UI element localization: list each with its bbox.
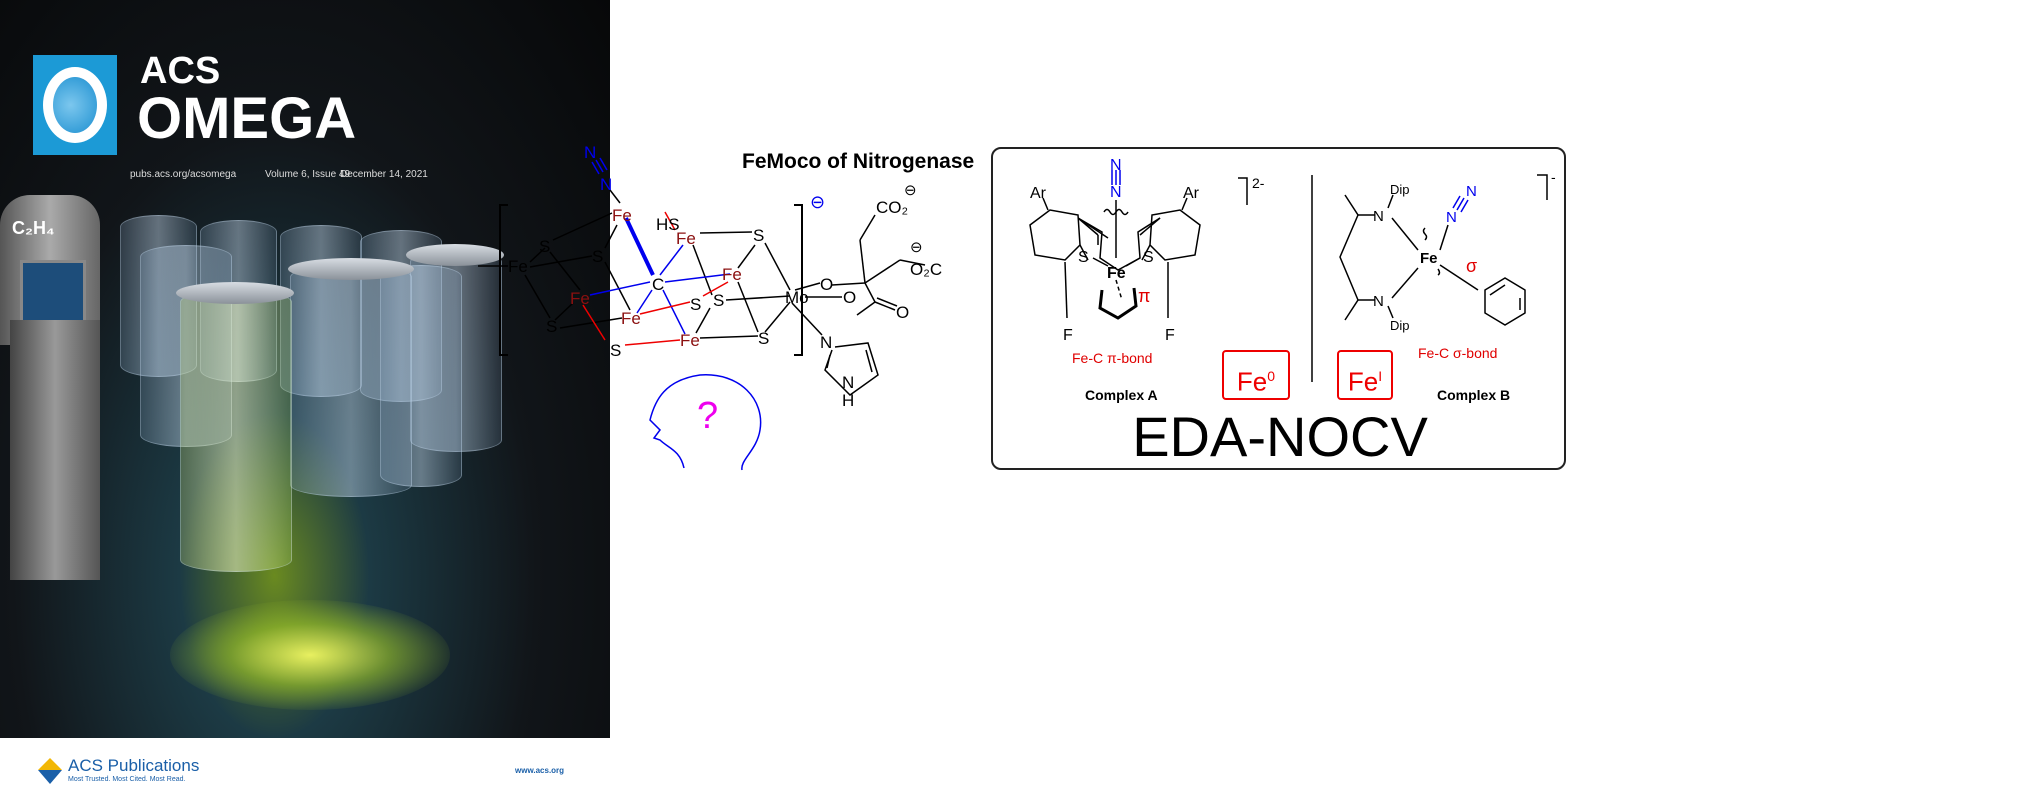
- complex-b-bond-type: Fe-C σ-bond: [1418, 345, 1497, 361]
- atom-mo: Mo: [785, 288, 809, 307]
- journal-cover: C₂H₄ ACS OMEGA pubs.acs.org/acsomega Vol…: [0, 0, 610, 738]
- atom-n: N: [1373, 208, 1384, 225]
- atom-n: N: [1466, 183, 1477, 200]
- atom-n: N: [1446, 209, 1457, 226]
- atom-c: C: [652, 275, 664, 294]
- cover-footer: ACS Publications Most Trusted. Most Cite…: [0, 738, 610, 801]
- atom-fe: Fe: [680, 331, 700, 350]
- atom-n: N: [1110, 157, 1122, 174]
- acs-publications-logo-icon: [38, 758, 62, 784]
- atom-fe: Fe: [1420, 250, 1438, 267]
- atom-o: O: [820, 275, 833, 294]
- atom-fe: Fe: [508, 257, 528, 276]
- dip-group: Dip: [1390, 182, 1410, 197]
- atom-s: S: [1143, 249, 1154, 266]
- complex-a-bond-type: Fe-C π-bond: [1072, 350, 1152, 366]
- atom-n: N: [584, 143, 596, 162]
- atom-n: N: [820, 333, 832, 352]
- femoco-structure: FeMoco of Nitrogenase ⊖: [478, 143, 974, 471]
- oxidation-state-fe0: Fe0: [1222, 350, 1290, 400]
- atom-s: S: [546, 317, 557, 336]
- publisher-tagline: Most Trusted. Most Cited. Most Read.: [68, 776, 186, 783]
- complex-b-charge: -: [1551, 169, 1556, 185]
- method-label: EDA-NOCV: [1132, 405, 1428, 468]
- atom-s: S: [690, 295, 701, 314]
- atom-fe: Fe: [570, 289, 590, 308]
- atom-fe: Fe: [676, 229, 696, 248]
- molecule-label: C₂H₄: [12, 218, 55, 238]
- oxidation-state-fe1: FeI: [1337, 350, 1393, 400]
- charge-icon: ⊖: [904, 182, 917, 199]
- atom-f: F: [1063, 327, 1073, 344]
- atom-n: N: [1110, 184, 1122, 201]
- atom-f: F: [1165, 327, 1175, 344]
- complex-b-name: Complex B: [1437, 387, 1510, 403]
- atom-n: N: [600, 175, 612, 194]
- atom-s: S: [758, 329, 769, 348]
- atom-s: S: [539, 237, 550, 256]
- question-mark: ?: [697, 395, 718, 437]
- charge-icon: ⊖: [910, 239, 923, 256]
- acs-omega-logo: [33, 55, 117, 155]
- atom-fe: Fe: [1107, 265, 1126, 282]
- atom-o: O: [843, 288, 856, 307]
- pi-symbol: π: [1138, 286, 1150, 306]
- eda-nocv-comparison-panel: [991, 147, 1566, 470]
- atom-s: S: [753, 226, 764, 245]
- atom-s: S: [1078, 249, 1089, 266]
- issue-date: December 14, 2021: [340, 169, 428, 180]
- atom-s: S: [592, 247, 603, 266]
- complex-a-charge: 2-: [1252, 175, 1265, 191]
- charge-icon: ⊖: [810, 192, 825, 212]
- atom-n: N: [1373, 293, 1384, 310]
- atom-s: S: [713, 291, 724, 310]
- oxidation-element: Fe: [1347, 366, 1379, 397]
- complex-a-name: Complex A: [1085, 387, 1158, 403]
- journal-name-acs: ACS: [140, 50, 221, 92]
- atom-hs: HS: [656, 215, 680, 234]
- thinking-head-icon: [649, 374, 762, 471]
- carboxylate: CO₂: [876, 198, 908, 217]
- sigma-symbol: σ: [1466, 256, 1477, 276]
- oxidation-number: I: [1378, 368, 1383, 384]
- aryl-group: Ar: [1030, 185, 1047, 202]
- oxidation-number: 0: [1267, 368, 1276, 384]
- atom-o: O: [896, 303, 909, 322]
- publisher-name: ACS Publications: [68, 756, 200, 775]
- atom-fe: Fe: [621, 309, 641, 328]
- atom-fe: Fe: [612, 206, 632, 225]
- volume-issue: Volume 6, Issue 49: [265, 169, 351, 180]
- atom-h: H: [842, 391, 854, 410]
- atom-fe: Fe: [722, 265, 742, 284]
- journal-name-omega: OMEGA: [137, 86, 357, 151]
- carboxylate: O₂C: [910, 260, 942, 279]
- journal-url: pubs.acs.org/acsomega: [130, 169, 237, 180]
- atom-s: S: [610, 341, 621, 360]
- atom-n: N: [842, 373, 854, 392]
- aryl-group: Ar: [1183, 185, 1200, 202]
- oxidation-element: Fe: [1236, 366, 1268, 397]
- publisher-website: www.acs.org: [515, 766, 565, 775]
- femoco-title: FeMoco of Nitrogenase: [742, 150, 974, 173]
- dip-group: Dip: [1390, 318, 1410, 333]
- complex-a-structure: 2- N N Fe S S Ar Ar F F π Fe-C π-bond Co…: [1029, 157, 1265, 403]
- complex-b-structure: - N N Dip Dip Fe N N σ Fe-C σ-bond Compl…: [1339, 169, 1556, 403]
